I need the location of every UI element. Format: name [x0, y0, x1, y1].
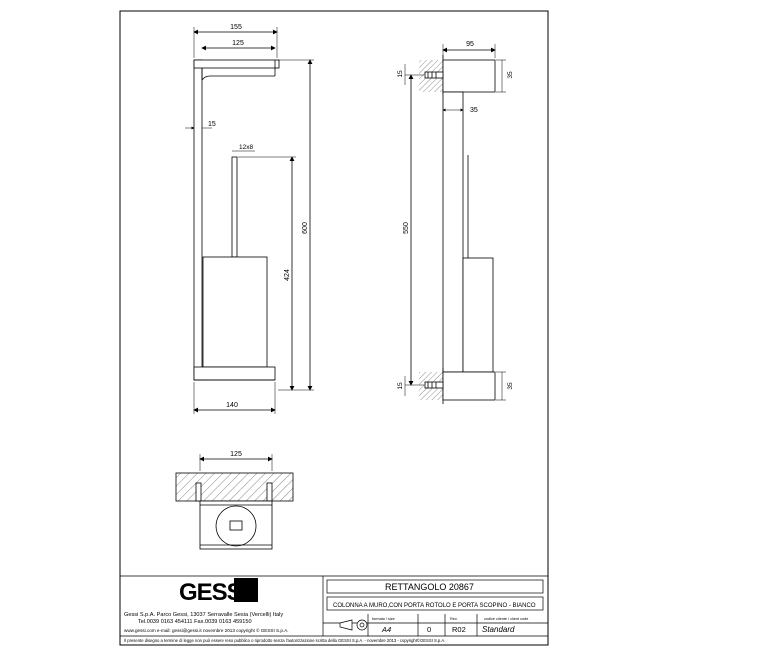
format-label: formato / size	[372, 617, 395, 621]
svg-text:GESSI: GESSI	[179, 579, 248, 606]
dim-side-mid: 35	[470, 107, 478, 114]
top-view	[175, 454, 294, 550]
front-view	[185, 27, 314, 414]
dim-front-brush-height: 424	[284, 269, 291, 281]
title-block	[120, 575, 548, 637]
product-name: RETTANGOLO 20867	[385, 582, 474, 592]
product-description: COLONNA A MURO,CON PORTA ROTOLO E PORTA …	[333, 603, 536, 609]
company-contacts: Tel.0039 0163 454111 Fax.0039 0163 45915…	[138, 619, 252, 625]
company-address: Gessi S.p.A. Parco Gessi, 13037 Serraval…	[124, 612, 283, 618]
dim-top-width: 125	[230, 451, 242, 458]
dim-side-fixing-height: 550	[403, 222, 410, 234]
dim-front-total-height: 600	[302, 222, 309, 234]
company-web-copyright: www.gessi.com e-mail: gessi@gessi.it nov…	[124, 627, 289, 633]
format-value: A4	[381, 625, 391, 634]
scale-value: 0	[427, 625, 431, 634]
dim-front-base-width: 140	[226, 402, 238, 409]
dim-side-top-block: 35	[507, 71, 514, 79]
gessi-logo: GESSI	[179, 578, 258, 606]
client-code-label: codice cliente / client code	[484, 617, 528, 621]
dim-side-bottom-spacer: 15	[397, 382, 404, 390]
dim-front-roll-width: 125	[232, 40, 244, 47]
dim-side-bottom-block: 35	[507, 382, 514, 390]
client-code-value: Standard	[482, 625, 515, 634]
rev-label: Rev.	[450, 617, 458, 621]
dim-front-post-thickness: 15	[208, 121, 216, 128]
side-view	[404, 44, 506, 404]
rev-value: R02	[452, 625, 466, 634]
sheet-border	[119, 10, 549, 646]
dim-front-brush-handle: 12x8	[239, 144, 253, 151]
dim-side-top-spacer: 15	[397, 70, 404, 78]
legal-notice: Il presente disegno a termine di legge n…	[124, 638, 445, 643]
dim-side-depth: 95	[466, 41, 474, 48]
dim-front-overall-width: 155	[230, 24, 242, 31]
